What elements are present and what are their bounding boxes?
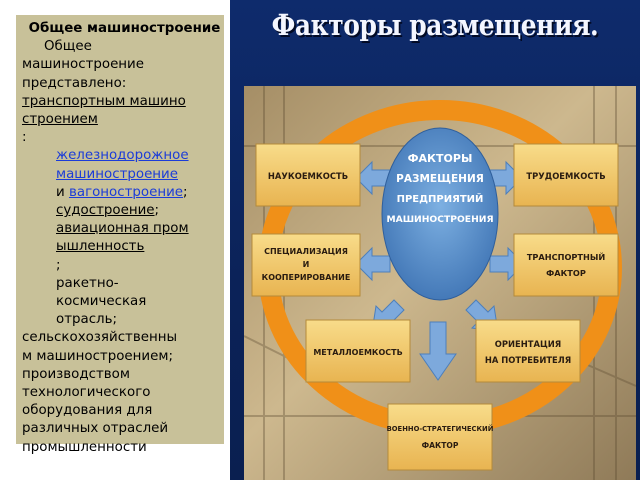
intro-line-1: Общее: [44, 39, 92, 55]
arrow-down: [419, 321, 457, 381]
text-panel: Общее Общее машиностроение Общее машинос…: [22, 20, 227, 457]
transport-link-line-1[interactable]: транспортным машино: [22, 93, 186, 109]
section-heading: Общее Общее машиностроение: [22, 20, 227, 38]
ship-link[interactable]: судостроение: [56, 203, 155, 219]
aviation-link-line-2[interactable]: ышленность: [56, 239, 145, 255]
factor-spec-line-2: И: [303, 260, 310, 269]
center-line-2: РАЗМЕЩЕНИЯ: [396, 173, 484, 185]
factor-metal-label: МЕТАЛЛОЕМКОСТЬ: [313, 348, 402, 357]
prod-line-1: производством: [22, 366, 130, 382]
factor-specialization: СПЕЦИАЛИЗАЦИЯ И КООПЕРИРОВАНИЕ: [251, 233, 361, 297]
semicolon-line: ;: [56, 257, 61, 273]
factor-consumer-line-1: ОРИЕНТАЦИЯ: [495, 339, 561, 349]
factor-consumer-line-2: НА ПОТРЕБИТЕЛЯ: [485, 355, 571, 365]
prod-line-4: различных отраслей: [22, 421, 169, 437]
factor-science-label: НАУКОЕМКОСТЬ: [268, 171, 348, 181]
factor-consumer: ОРИЕНТАЦИЯ НА ПОТРЕБИТЕЛЯ: [475, 319, 581, 383]
text-panel-background: [16, 15, 224, 444]
center-line-3: ПРЕДПРИЯТИЙ: [397, 192, 484, 205]
rocket-line-1: ракетно-: [56, 275, 119, 291]
colon-line: :: [22, 130, 27, 146]
ship-line: судостроение;: [56, 202, 227, 220]
rail-link-line-2[interactable]: машиностроение: [56, 166, 178, 182]
factor-spec-line-1: СПЕЦИАЛИЗАЦИЯ: [264, 247, 348, 256]
and-word: и: [56, 184, 65, 200]
factor-transport-line-2: ФАКТОР: [546, 268, 586, 278]
factor-military-line-2: ФАКТОР: [422, 441, 459, 450]
center-line-4: МАШИНОСТРОЕНИЯ: [386, 214, 493, 225]
intro-line-2: машиностроение: [22, 57, 144, 73]
prod-line-3: оборудования для: [22, 403, 153, 419]
factor-spec-line-3: КООПЕРИРОВАНИЕ: [262, 273, 351, 282]
slide: Факторы размещения.: [230, 0, 640, 480]
factor-science: НАУКОЕМКОСТЬ: [255, 143, 361, 207]
heading-text: Общее машиностроение: [28, 21, 221, 36]
factor-labor: ТРУДОЕМКОСТЬ: [513, 143, 619, 207]
rocket-line-3: отрасль;: [56, 312, 118, 328]
semicolon: ;: [183, 184, 188, 200]
aviation-link-line-1[interactable]: авиационная пром: [56, 221, 189, 237]
rail-link-line-1[interactable]: железнодорожное: [56, 148, 189, 164]
factor-transport: ТРАНСПОРТНЫЙ ФАКТОР: [513, 233, 619, 297]
factor-labor-label: ТРУДОЕМКОСТЬ: [526, 171, 605, 181]
prod-line-2: технологического: [22, 385, 151, 401]
agri-line-2: м машиностроением;: [22, 348, 173, 364]
factor-transport-line-1: ТРАНСПОРТНЫЙ: [527, 251, 606, 262]
slide-title: Факторы размещения.: [271, 8, 599, 42]
rail-item: железнодорожное машиностроение и вагонос…: [22, 147, 227, 329]
center-label: ФАКТОРЫ РАЗМЕЩЕНИЯ ПРЕДПРИЯТИЙ МАШИНОСТР…: [386, 152, 493, 225]
factors-diagram: ФАКТОРЫ РАЗМЕЩЕНИЯ ПРЕДПРИЯТИЙ МАШИНОСТР…: [244, 86, 636, 480]
center-circle: [381, 127, 499, 301]
agri-line-1: сельскохозяйственны: [22, 330, 178, 346]
semicolon: ;: [154, 203, 160, 219]
rocket-line-2: космическая: [56, 294, 147, 310]
factor-military: ВОЕННО-СТРАТЕГИЧЕСКИЙ ФАКТОР: [387, 403, 494, 471]
intro-line-3: представлено:: [22, 75, 127, 91]
prod-line-5: промышленности: [22, 439, 147, 455]
center-line-1: ФАКТОРЫ: [408, 152, 473, 165]
transport-link-line-2[interactable]: строением: [22, 112, 98, 128]
arrow-left-mid: [355, 246, 391, 282]
wagon-link[interactable]: вагоностроение: [68, 184, 184, 200]
factor-military-line-1: ВОЕННО-СТРАТЕГИЧЕСКИЙ: [387, 424, 494, 433]
factor-metal: МЕТАЛЛОЕМКОСТЬ: [305, 319, 411, 383]
wagon-line: и вагоностроение;: [56, 184, 227, 202]
